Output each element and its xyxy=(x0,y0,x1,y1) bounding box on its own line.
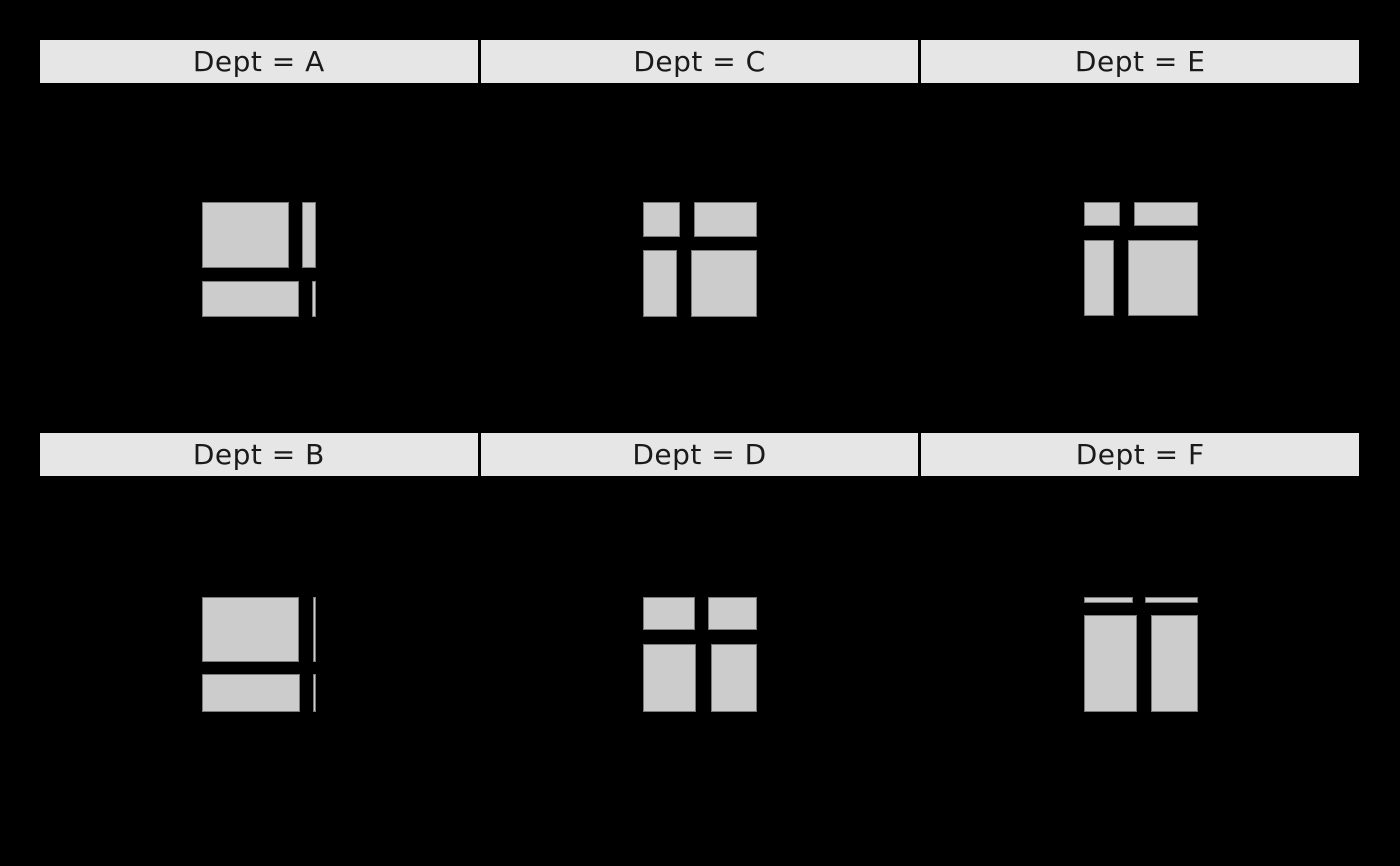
mosaic-cell-e-bottom-left xyxy=(1084,240,1114,316)
mosaic-cell-b-top-right xyxy=(313,597,316,662)
mosaic-cell-f-bottom-left xyxy=(1084,615,1137,712)
mosaic-cell-b-top-left xyxy=(202,597,299,662)
mosaic-cell-c-top-left xyxy=(643,202,680,237)
mosaic-cell-b-bottom-right xyxy=(313,674,316,712)
mosaic-cell-c-bottom-left xyxy=(643,250,677,317)
mosaic-cell-d-bottom-left xyxy=(643,644,696,712)
mosaic-cell-f-top-right xyxy=(1145,597,1198,603)
facet-header-dept-c: Dept = C xyxy=(480,40,919,83)
mosaic-cell-d-top-left xyxy=(643,597,695,630)
mosaic-cell-e-bottom-right xyxy=(1128,240,1198,316)
mosaic-cell-f-top-left xyxy=(1084,597,1133,603)
mosaic-cell-a-top-left xyxy=(202,202,289,268)
facet-header-row-top: Dept = A Dept = C Dept = E xyxy=(38,38,1361,85)
mosaic-cell-e-top-left xyxy=(1084,202,1120,226)
facet-header-dept-f: Dept = F xyxy=(921,433,1360,476)
facet-header-dept-d: Dept = D xyxy=(480,433,919,476)
facet-header-dept-b: Dept = B xyxy=(40,433,478,476)
mosaic-cell-a-bottom-right xyxy=(312,281,316,317)
facet-header-dept-e: Dept = E xyxy=(921,40,1360,83)
mosaic-cell-e-top-right xyxy=(1134,202,1198,226)
mosaic-cell-c-top-right xyxy=(694,202,757,237)
facet-header-dept-a: Dept = A xyxy=(40,40,478,83)
facet-header-row-bottom: Dept = B Dept = D Dept = F xyxy=(38,431,1361,478)
mosaic-cell-c-bottom-right xyxy=(691,250,757,317)
mosaic-cell-d-bottom-right xyxy=(711,644,757,712)
mosaic-cell-b-bottom-left xyxy=(202,674,300,712)
mosaic-cell-f-bottom-right xyxy=(1151,615,1198,712)
mosaic-cell-a-top-right xyxy=(302,202,316,268)
mosaic-cell-d-top-right xyxy=(708,597,757,630)
mosaic-cell-a-bottom-left xyxy=(202,281,299,317)
